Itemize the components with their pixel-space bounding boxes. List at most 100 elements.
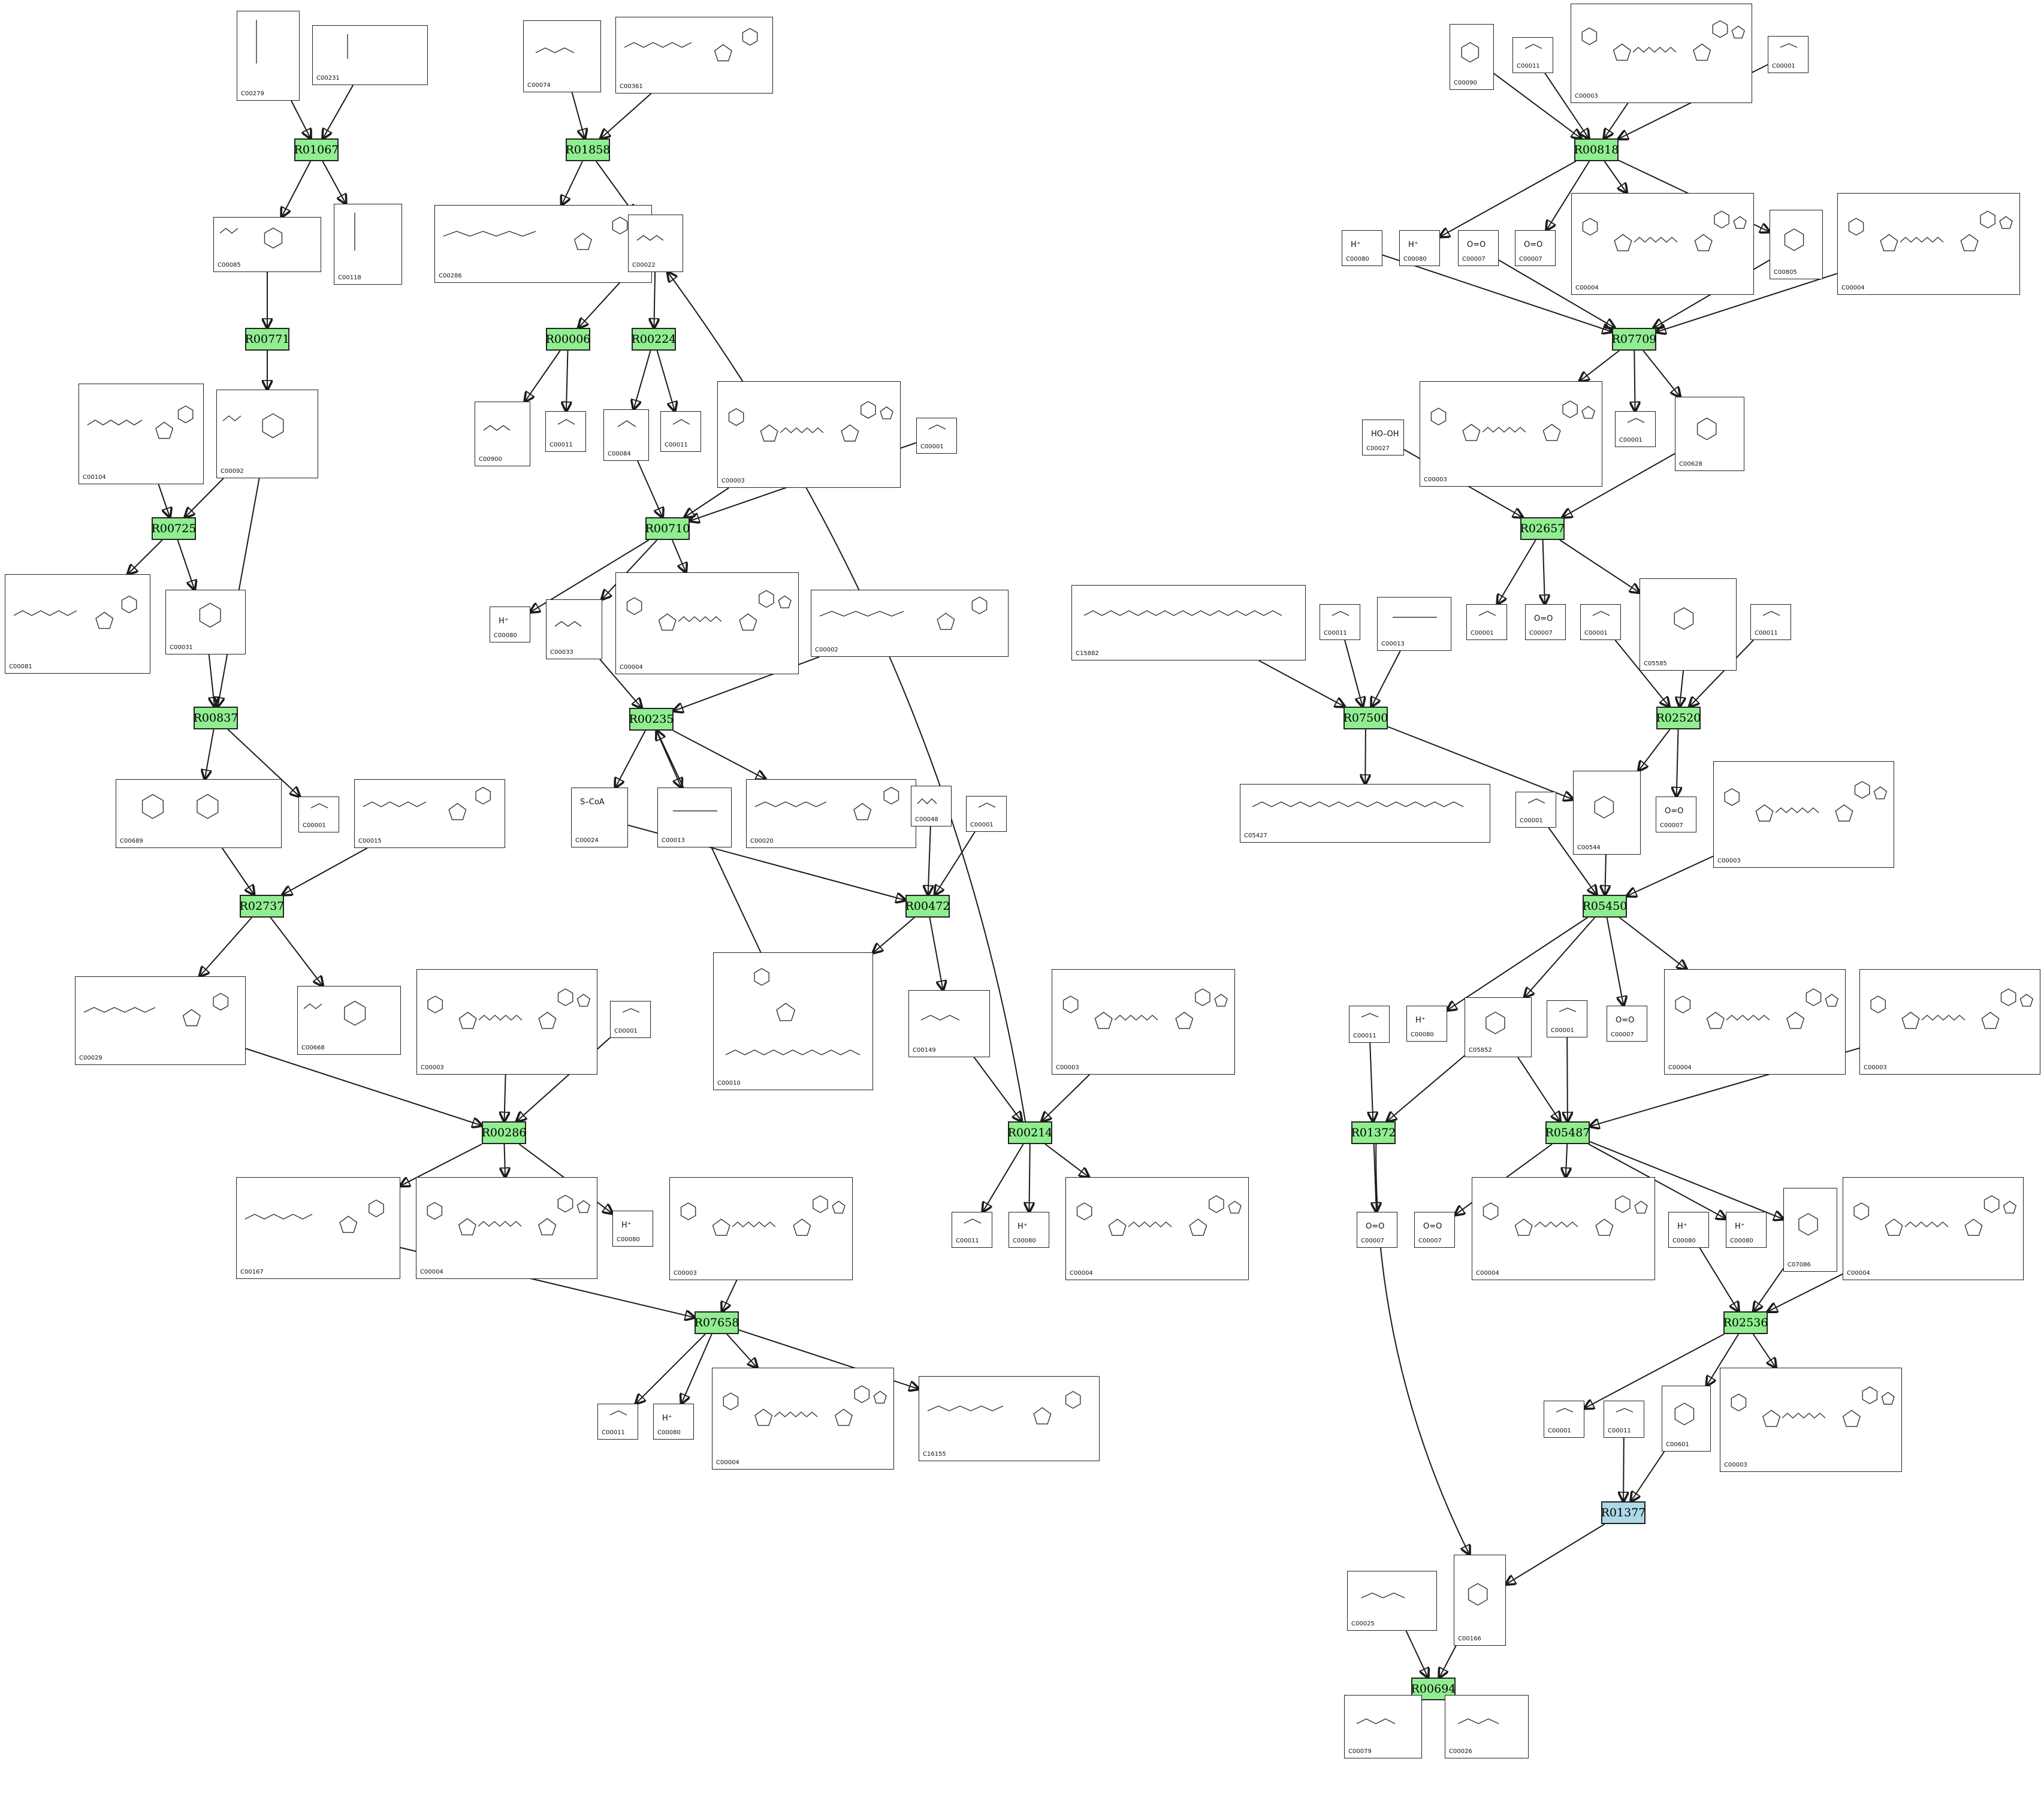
compound-node-c00092[interactable]: C00092 (216, 390, 318, 478)
compound-node-c00001[interactable]: C00001 (1515, 792, 1556, 828)
compound-node-c15882[interactable]: C15882 (1071, 585, 1306, 660)
compound-node-c00104[interactable]: C00104 (79, 384, 204, 484)
compound-node-c16155[interactable]: C16155 (919, 1376, 1100, 1461)
reaction-node-r00214[interactable]: R00214 (1008, 1121, 1052, 1144)
compound-node-c00149[interactable]: C00149 (908, 990, 990, 1057)
compound-node-c00080[interactable]: H⁺C00080 (612, 1211, 653, 1247)
reaction-node-r01377[interactable]: R01377 (1601, 1501, 1646, 1524)
compound-node-c00011[interactable]: C00011 (1604, 1401, 1644, 1438)
compound-node-c00080[interactable]: H⁺C00080 (1726, 1212, 1767, 1248)
compound-node-c00001[interactable]: C00001 (1615, 411, 1656, 447)
compound-node-c00166[interactable]: C00166 (1454, 1555, 1506, 1646)
compound-node-c00090[interactable]: C00090 (1450, 24, 1494, 90)
compound-node-c00001[interactable]: C00001 (916, 418, 957, 454)
compound-node-c00026[interactable]: C00026 (1445, 1695, 1529, 1758)
compound-node-c00011[interactable]: C00011 (1320, 604, 1360, 640)
reaction-node-r05450[interactable]: R05450 (1583, 895, 1627, 918)
compound-node-c00020[interactable]: C00020 (746, 779, 916, 848)
reaction-node-r02657[interactable]: R02657 (1520, 517, 1565, 540)
compound-node-c00015[interactable]: C00015 (354, 779, 505, 848)
compound-node-c00074[interactable]: C00074 (523, 20, 601, 92)
compound-node-c00031[interactable]: C00031 (165, 590, 246, 654)
compound-node-c00080[interactable]: H⁺C00080 (1009, 1212, 1049, 1248)
compound-node-c00002[interactable]: C00002 (811, 590, 1009, 657)
compound-node-c00001[interactable]: C00001 (298, 797, 339, 832)
compound-node-c07086[interactable]: C07086 (1783, 1188, 1837, 1272)
compound-node-c00231[interactable]: C00231 (312, 25, 428, 85)
reaction-node-r00710[interactable]: R00710 (645, 517, 690, 540)
reaction-node-r00286[interactable]: R00286 (482, 1121, 526, 1144)
reaction-node-r00235[interactable]: R00235 (629, 708, 674, 731)
compound-node-c00279[interactable]: C00279 (237, 11, 300, 101)
compound-node-c00668[interactable]: C00668 (297, 986, 401, 1055)
compound-node-c00004[interactable]: C00004 (1843, 1177, 2024, 1280)
compound-node-c00085[interactable]: C00085 (213, 217, 321, 272)
compound-node-c00001[interactable]: C00001 (1580, 604, 1621, 640)
compound-node-c00080[interactable]: H⁺C00080 (1342, 230, 1382, 266)
compound-node-c00080[interactable]: H⁺C00080 (653, 1404, 694, 1440)
reaction-node-r00224[interactable]: R00224 (632, 328, 676, 351)
compound-node-c00286[interactable]: C00286 (434, 205, 652, 283)
reaction-node-r07500[interactable]: R07500 (1343, 707, 1388, 729)
reaction-node-r00006[interactable]: R00006 (546, 328, 590, 351)
reaction-node-r02737[interactable]: R02737 (240, 895, 284, 918)
compound-node-c00004[interactable]: C00004 (1472, 1177, 1655, 1280)
reaction-node-r00837[interactable]: R00837 (194, 707, 238, 729)
compound-node-c00167[interactable]: C00167 (236, 1177, 400, 1279)
compound-node-c00033[interactable]: C00033 (546, 599, 602, 659)
compound-node-c00601[interactable]: C00601 (1662, 1386, 1711, 1452)
reaction-node-r01858[interactable]: R01858 (566, 138, 610, 161)
reaction-node-r00725[interactable]: R00725 (152, 517, 196, 540)
compound-node-c00689[interactable]: C00689 (116, 779, 282, 848)
compound-node-c00080[interactable]: H⁺C00080 (490, 607, 530, 642)
compound-node-c00001[interactable]: C00001 (1547, 1000, 1587, 1037)
compound-node-c00003[interactable]: C00003 (1713, 761, 1894, 868)
compound-node-c00004[interactable]: C00004 (615, 572, 799, 674)
compound-node-c00011[interactable]: C00011 (597, 1404, 638, 1440)
reaction-node-r00694[interactable]: R00694 (1411, 1678, 1456, 1700)
compound-node-c00010[interactable]: C00010 (713, 952, 873, 1090)
compound-node-c00079[interactable]: C00079 (1344, 1695, 1422, 1758)
compound-node-c00001[interactable]: C00001 (610, 1001, 651, 1038)
compound-node-c00011[interactable]: C00011 (1512, 37, 1553, 73)
compound-node-c00011[interactable]: C00011 (660, 411, 701, 452)
compound-node-c00003[interactable]: C00003 (1571, 4, 1752, 103)
compound-node-c00003[interactable]: C00003 (416, 969, 597, 1075)
compound-node-c00001[interactable]: C00001 (966, 796, 1007, 832)
compound-node-c00118[interactable]: C00118 (334, 204, 402, 285)
compound-node-c05585[interactable]: C05585 (1640, 578, 1737, 671)
compound-node-c00080[interactable]: H⁺C00080 (1406, 1006, 1447, 1042)
reaction-node-r07709[interactable]: R07709 (1612, 328, 1656, 351)
compound-node-c00080[interactable]: H⁺C00080 (1668, 1212, 1709, 1248)
reaction-node-r00818[interactable]: R00818 (1574, 138, 1619, 161)
compound-node-c00003[interactable]: C00003 (669, 1177, 853, 1280)
reaction-node-r02520[interactable]: R02520 (1656, 707, 1701, 729)
compound-node-c00004[interactable]: C00004 (416, 1177, 597, 1279)
compound-node-c00022[interactable]: C00022 (628, 215, 683, 272)
reaction-node-r01067[interactable]: R01067 (294, 138, 339, 161)
compound-node-c00628[interactable]: C00628 (1675, 397, 1744, 471)
compound-node-c00544[interactable]: C00544 (1573, 771, 1641, 855)
compound-node-c00004[interactable]: C00004 (712, 1368, 894, 1470)
compound-node-c00003[interactable]: C00003 (717, 381, 901, 488)
reaction-node-r01372[interactable]: R01372 (1351, 1121, 1396, 1144)
compound-node-c00004[interactable]: C00004 (1571, 193, 1754, 295)
compound-node-c00001[interactable]: C00001 (1544, 1401, 1584, 1438)
reaction-node-r02536[interactable]: R02536 (1723, 1311, 1768, 1334)
compound-node-c00900[interactable]: C00900 (475, 402, 530, 466)
compound-node-c00003[interactable]: C00003 (1720, 1368, 1902, 1472)
compound-node-c00013[interactable]: C00013 (1377, 597, 1451, 651)
compound-node-c00084[interactable]: C00084 (603, 409, 649, 461)
compound-node-c00003[interactable]: C00003 (1052, 969, 1235, 1075)
compound-node-c00011[interactable]: C00011 (1750, 604, 1791, 640)
compound-node-c00081[interactable]: C00081 (5, 574, 150, 674)
compound-node-c00004[interactable]: C00004 (1065, 1177, 1249, 1280)
reaction-node-r00472[interactable]: R00472 (905, 895, 950, 918)
compound-node-c00004[interactable]: C00004 (1664, 969, 1846, 1075)
